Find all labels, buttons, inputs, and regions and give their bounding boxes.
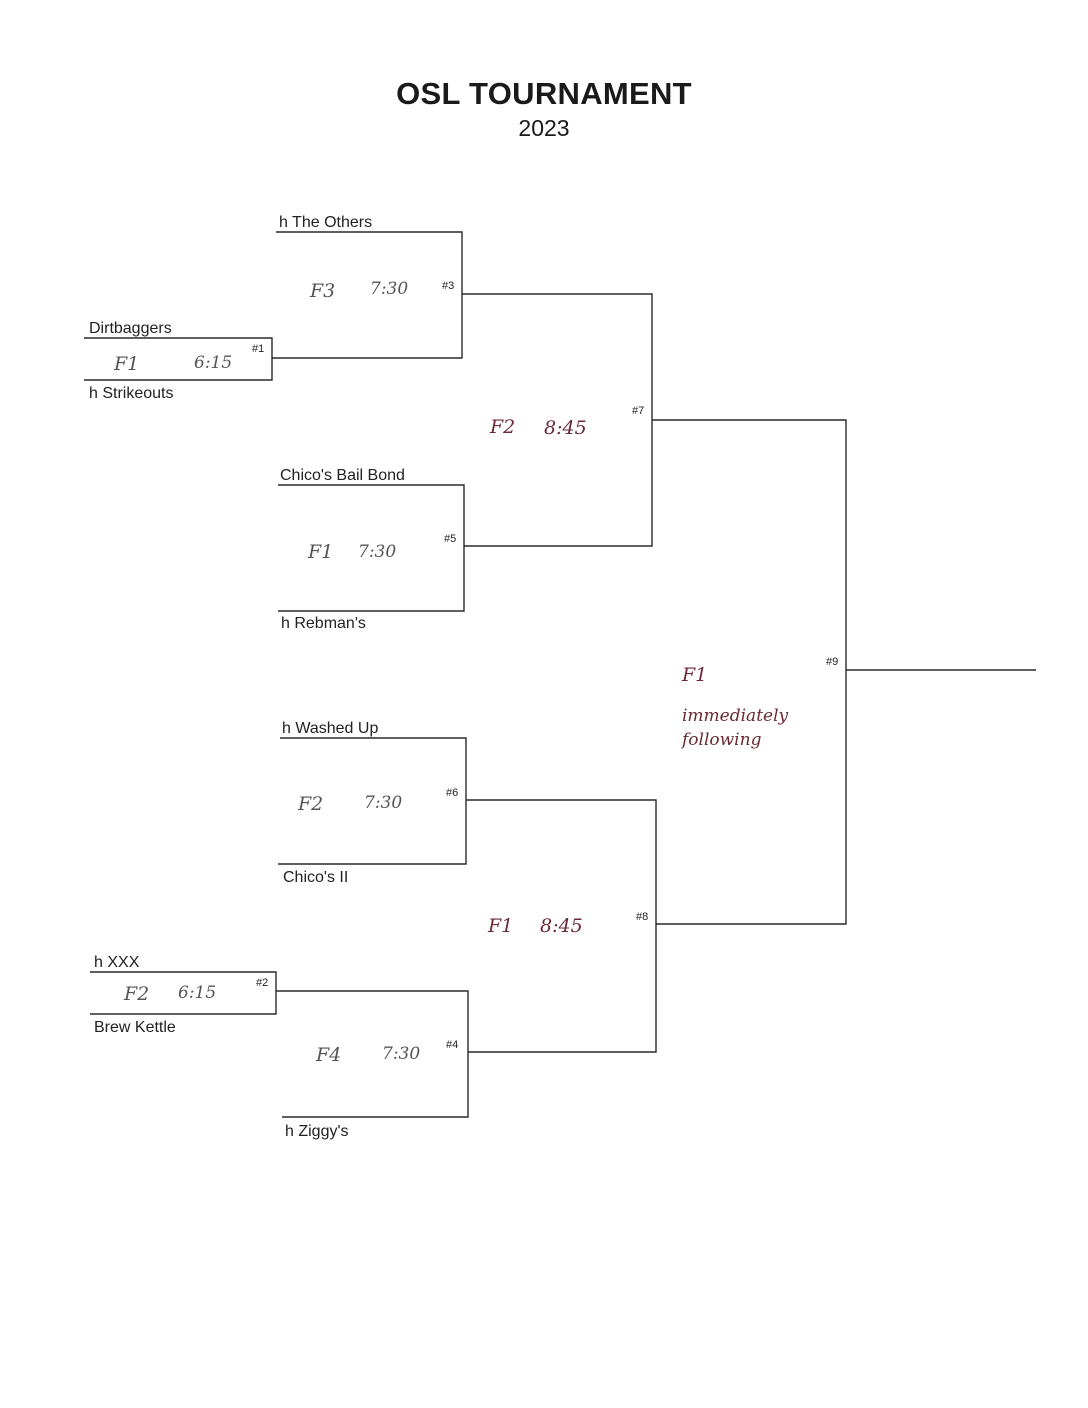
game5-field: F1	[307, 541, 333, 563]
game4-time: 7:30	[382, 1044, 420, 1064]
game9-note-line2: following	[680, 730, 762, 750]
game3-field: F3	[309, 280, 335, 302]
page-year: 2023	[518, 115, 570, 141]
game7-field: F2	[489, 416, 515, 438]
game5-bracket	[278, 484, 465, 612]
game1-time: 6:15	[194, 353, 232, 373]
game1-bracket	[84, 337, 273, 381]
game4-bracket	[276, 990, 469, 1118]
handwritten-notes: F1 6:15 F3 7:30 F1 7:30 F2 7:30 F2 6:15 …	[113, 279, 789, 1066]
game3-bracket	[272, 231, 463, 359]
game5-time: 7:30	[358, 542, 396, 562]
page-title: OSL TOURNAMENT	[396, 76, 692, 111]
game9-note-line1: immediately	[682, 706, 789, 726]
game6-number: #6	[446, 787, 458, 799]
game8-number: #8	[636, 911, 648, 923]
team-chicos-ii: Chico's II	[283, 869, 348, 886]
game8-field: F1	[487, 915, 513, 937]
game4-field: F4	[315, 1044, 341, 1066]
game2-field: F2	[123, 983, 149, 1005]
game1-number: #1	[252, 343, 264, 355]
game9-bracket	[652, 419, 847, 925]
bracket-lines	[84, 231, 1036, 1118]
game4-number: #4	[446, 1039, 458, 1051]
team-rebmans: h Rebman's	[281, 615, 366, 632]
game8-bracket	[466, 799, 657, 1053]
game8-time: 8:45	[540, 915, 583, 937]
game3-number: #3	[442, 280, 454, 292]
game2-number: #2	[256, 977, 268, 989]
game2-time: 6:15	[178, 983, 216, 1003]
team-dirtbaggers: Dirtbaggers	[89, 320, 172, 337]
team-strikeouts: h Strikeouts	[89, 385, 173, 402]
game7-time: 8:45	[544, 417, 587, 439]
game5-number: #5	[444, 533, 456, 545]
game6-time: 7:30	[364, 793, 402, 813]
game9-number: #9	[826, 656, 838, 668]
team-labels: h The Others Dirtbaggers h Strikeouts Ch…	[89, 214, 405, 1140]
game2-bracket	[90, 971, 277, 1015]
game7-number: #7	[632, 405, 644, 417]
team-washed-up: h Washed Up	[282, 720, 378, 737]
team-chicos-bail-bond: Chico's Bail Bond	[280, 467, 405, 484]
team-xxx: h XXX	[94, 954, 140, 971]
game-numbers: #1 #2 #3 #4 #5 #6 #7 #8 #9	[252, 280, 838, 1051]
team-the-others: h The Others	[279, 214, 372, 231]
game6-field: F2	[297, 793, 323, 815]
game3-time: 7:30	[370, 279, 408, 299]
game9-field: F1	[681, 664, 707, 686]
game1-field: F1	[113, 353, 139, 375]
game6-bracket	[278, 737, 467, 865]
team-ziggys: h Ziggy's	[285, 1123, 349, 1140]
team-brew-kettle: Brew Kettle	[94, 1019, 176, 1036]
